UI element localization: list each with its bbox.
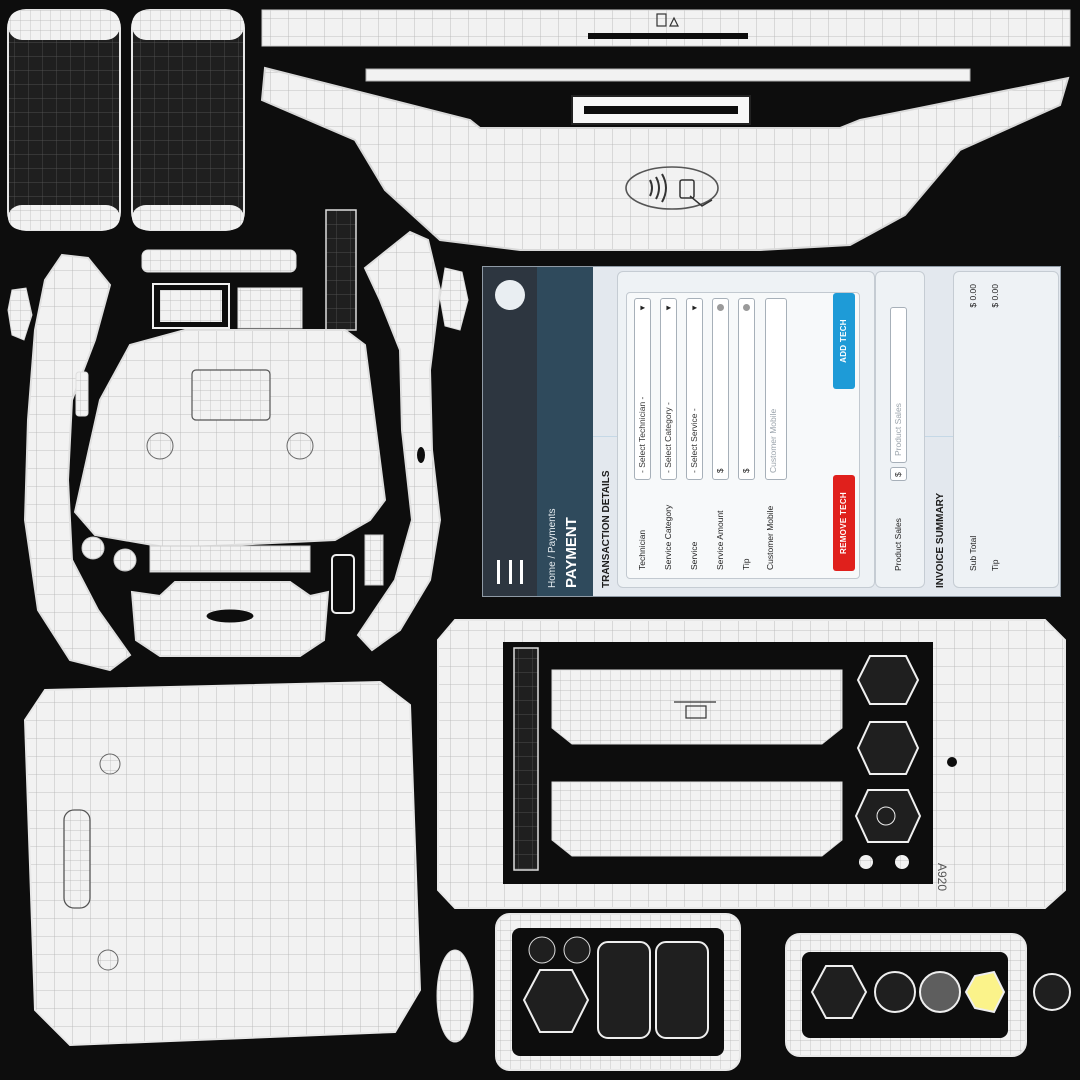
status-dot-icon: [717, 304, 724, 311]
app-topbar: [483, 267, 537, 596]
tip-label: Tip: [741, 558, 751, 571]
uv-island-tall-dark: [325, 209, 357, 331]
invoice-summary-title: INVOICE SUMMARY: [935, 492, 946, 588]
service-category-label: Service Category: [663, 504, 673, 570]
invoice-summary-panel: Sub Total $ 0.00 Tip $ 0.00: [953, 271, 1059, 588]
card-slot-icon: [656, 13, 679, 27]
payment-screen-texture: Home / Payments PAYMENT TRANSACTION DETA…: [482, 266, 1061, 597]
payment-screen: Home / Payments PAYMENT TRANSACTION DETA…: [483, 267, 1060, 596]
breadcrumb[interactable]: Home / Payments: [547, 508, 558, 588]
transaction-panel: Technician - Select Technician -▼ Servic…: [617, 271, 875, 588]
invoice-tip-label: Tip: [990, 559, 1000, 572]
technician-select[interactable]: - Select Technician -▼: [634, 298, 651, 480]
uv-island-top-strip: [261, 9, 1071, 47]
chevron-down-icon: ▼: [690, 304, 699, 312]
service-amount-input[interactable]: $: [712, 298, 729, 480]
invoice-tip-value: $ 0.00: [990, 284, 1000, 308]
technician-label: Technician: [637, 529, 647, 570]
yellow-key: [964, 970, 1006, 1014]
tip-input[interactable]: $: [738, 298, 755, 480]
uv-island-back-plate: [23, 680, 422, 1047]
product-sales-label: Product Sales: [893, 518, 903, 571]
service-amount-label: Service Amount: [715, 510, 725, 570]
uv-island-window-b: [237, 287, 303, 329]
uv-island-right-arm: [356, 230, 442, 652]
service-category-select[interactable]: - Select Category -▼: [660, 298, 677, 480]
uv-island-keypad-left: [495, 913, 741, 1071]
uv-island-capsule: [141, 249, 297, 273]
customer-mobile-label: Customer Mobile: [765, 505, 775, 570]
uv-island-terminal-front: [437, 619, 1066, 909]
customer-mobile-input[interactable]: Customer Mobile: [765, 298, 787, 480]
sub-total-label: Sub Total: [968, 535, 978, 571]
transaction-details-title: TRANSACTION DETAILS: [601, 470, 612, 588]
uv-island-top-shell: [260, 66, 1070, 251]
product-sales-currency: $: [890, 467, 907, 481]
product-sales-panel: Product Sales $ Product Sales: [875, 271, 925, 588]
avatar[interactable]: [495, 280, 525, 310]
uv-island-left-arm: [23, 253, 132, 672]
chevron-down-icon: ▼: [638, 304, 647, 312]
chevron-down-icon: ▼: [664, 304, 673, 312]
uv-island-center-cover: [73, 329, 387, 550]
product-sales-input[interactable]: Product Sales: [890, 307, 907, 463]
service-select[interactable]: - Select Service -▼: [686, 298, 703, 480]
add-tech-button[interactable]: ADD TECH: [833, 293, 855, 389]
contactless-icon: [625, 166, 719, 210]
status-dot-icon: [743, 304, 750, 311]
terminal-model-label: A920: [935, 863, 949, 891]
card-insert-icon: [674, 701, 716, 719]
remove-tech-button[interactable]: REMOVE TECH: [833, 475, 855, 571]
menu-icon[interactable]: [497, 560, 523, 584]
uv-island-battery-right: [131, 9, 245, 231]
technician-card: Technician - Select Technician -▼ Servic…: [626, 292, 860, 579]
uv-island-lens: [436, 949, 474, 1043]
service-label: Service: [689, 541, 699, 570]
sub-total-value: $ 0.00: [968, 284, 978, 308]
uv-island-thin-strip: [365, 68, 971, 82]
uv-island-battery-left: [7, 9, 121, 231]
uv-island-keypad-right: [785, 933, 1027, 1057]
page-title: PAYMENT: [563, 517, 580, 588]
page-header: Home / Payments PAYMENT: [537, 267, 593, 596]
